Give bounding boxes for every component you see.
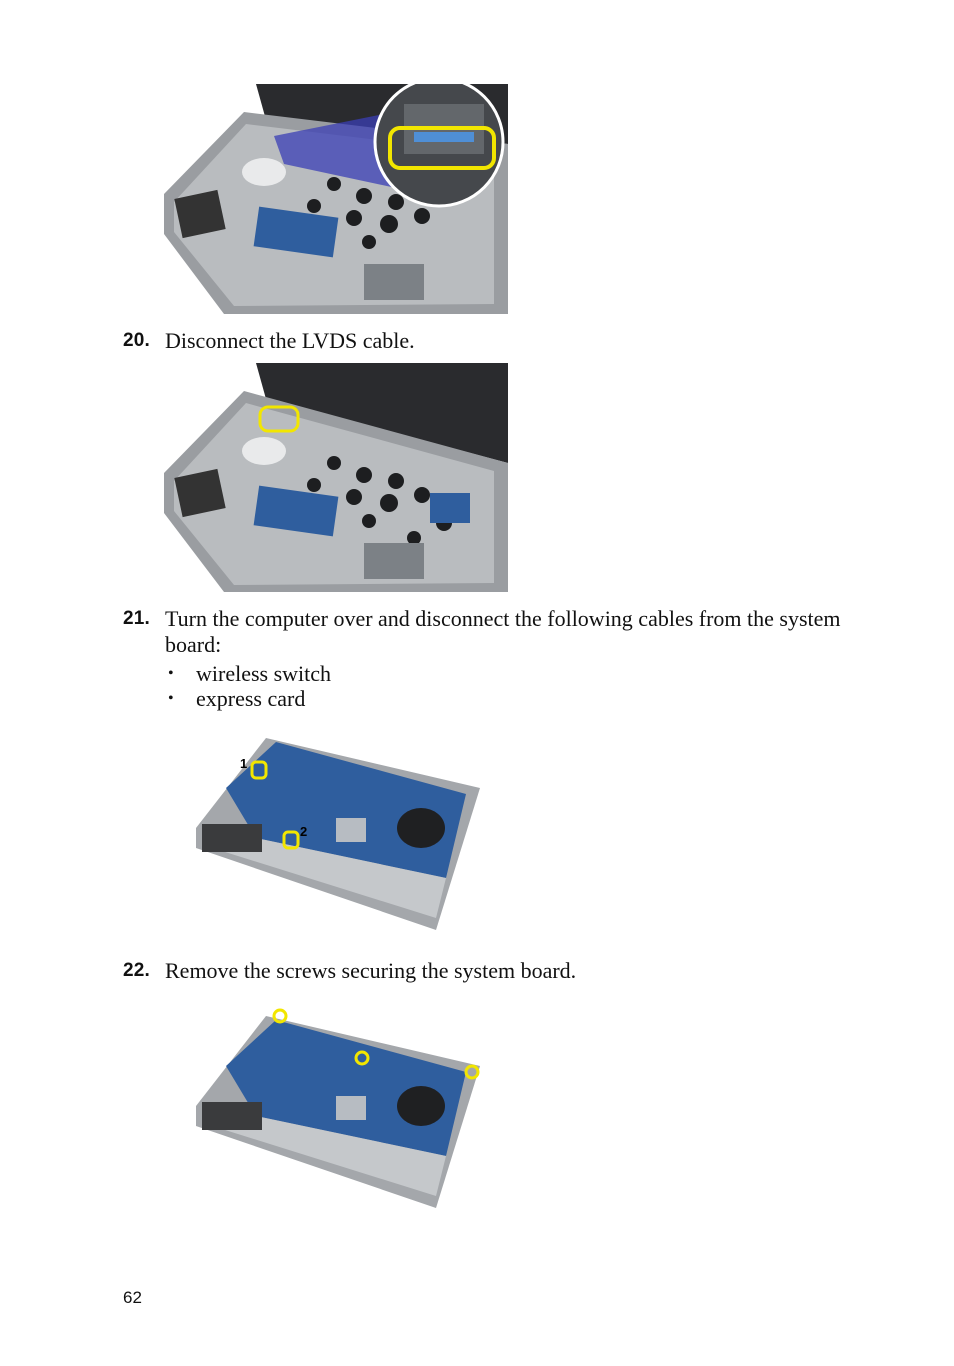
cable-list: •wireless switch •express card	[166, 661, 331, 711]
bullet-icon: •	[168, 665, 174, 682]
list-item: •wireless switch	[168, 661, 332, 686]
lvds-zoom-photo	[164, 84, 508, 314]
step-number: 21.	[123, 608, 151, 629]
list-item: •express card	[168, 686, 306, 711]
page-number: 62	[123, 1288, 142, 1307]
callout-2: 2	[300, 824, 307, 839]
lvds-cable-photo	[164, 363, 508, 592]
step-text: Disconnect the LVDS cable.	[165, 328, 415, 353]
bullet-icon: •	[168, 690, 174, 707]
system-board-screws-photo	[196, 1006, 480, 1208]
system-board-cables-photo: 1 2	[196, 728, 480, 930]
step-number: 22.	[123, 960, 151, 981]
step-text: Remove the screws securing the system bo…	[165, 958, 577, 983]
callout-1: 1	[240, 756, 247, 771]
step-text: Turn the computer over and disconnect th…	[165, 606, 841, 657]
step-number: 20.	[123, 330, 151, 351]
